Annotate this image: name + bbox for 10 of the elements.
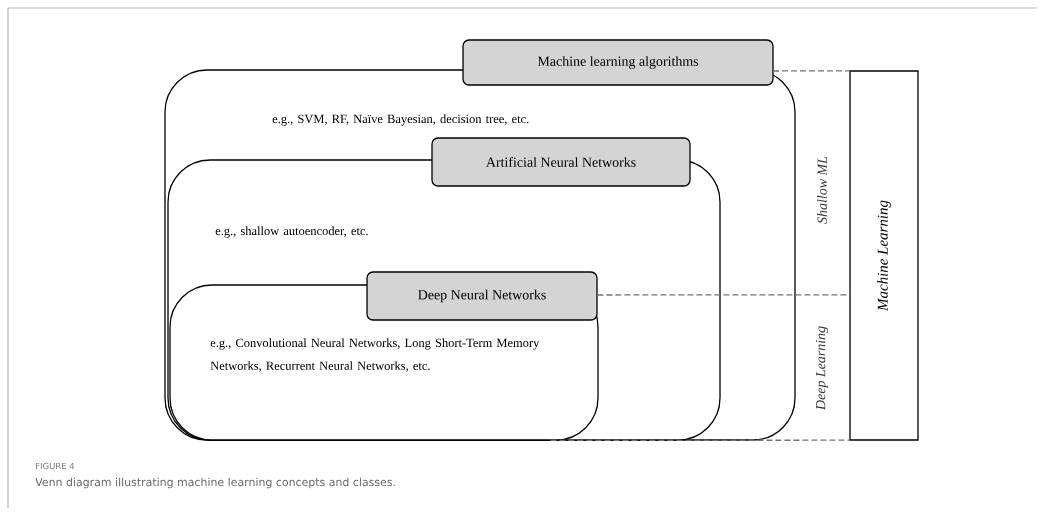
dashed-line xyxy=(596,294,851,296)
dashed-line xyxy=(772,70,851,72)
figure-number: FIGURE 4 xyxy=(36,462,75,470)
node-label: Machine learning algorithms xyxy=(537,56,699,69)
side-label: Shallow ML xyxy=(817,156,827,224)
nested-region: Deep Neural Networks e.g., Convolutional Neural Networks, Long Short-Term Memory Networks, Recurrent Neural Networks, etc. xyxy=(169,271,599,441)
category-box: Machine Learning xyxy=(849,70,919,441)
side-label: Deep Learning xyxy=(815,326,829,411)
dashed-line xyxy=(549,439,851,442)
caption: Venn diagram illustrating machine learning concepts and classes. xyxy=(35,477,395,489)
